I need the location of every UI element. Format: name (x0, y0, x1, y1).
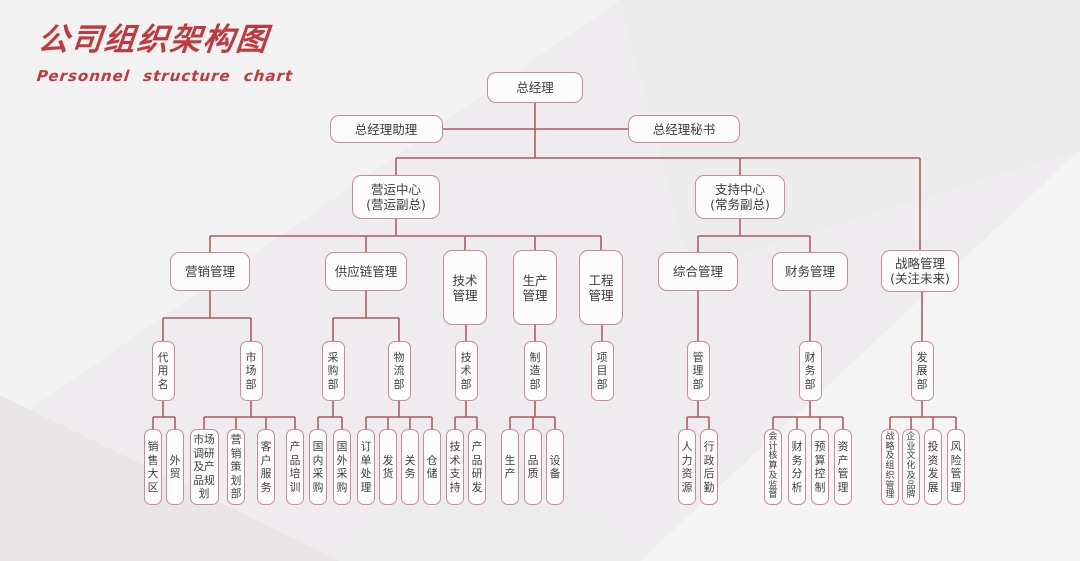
node-corporate-culture-brand: 企 业 文 化 及 品 牌 (902, 429, 920, 505)
node-admin-logistics: 行 政 后 勤 (700, 429, 718, 505)
node-foreign-trade: 外 贸 (166, 429, 184, 505)
node-financial-analysis: 财 务 分 析 (788, 429, 806, 505)
chart-header: 公司组织架构图 Personnel structure chart (36, 14, 295, 85)
node-project-dept: 项 目 部 (590, 341, 614, 401)
page-subtitle: Personnel structure chart (36, 67, 295, 85)
node-general-mgmt: 综合管理 (658, 252, 738, 291)
node-risk-mgmt: 风 险 管 理 (947, 429, 965, 505)
node-strategy-org-mgmt: 战 略 及 组 织 管 理 (881, 429, 899, 505)
node-support-center: 支持中心 (常务副总) (695, 175, 785, 219)
node-order-processing: 订 单 处 理 (357, 429, 375, 505)
node-logistics-dept: 物 流 部 (387, 341, 411, 401)
node-warehousing: 仓 储 (423, 429, 441, 505)
node-investment-development: 投 资 发 展 (924, 429, 942, 505)
node-marketing-planning: 营 销 策 划 部 (227, 429, 245, 505)
node-alias-dept: 代 用 名 (151, 341, 175, 401)
node-development-dept: 发 展 部 (910, 341, 934, 401)
node-shipping: 发 货 (379, 429, 397, 505)
node-budget-control: 预 算 控 制 (811, 429, 829, 505)
node-sales-regions: 销 售 大 区 (144, 429, 162, 505)
node-marketing-mgmt: 营销管理 (170, 252, 250, 291)
node-ops-center: 营运中心 (营运副总) (352, 175, 440, 219)
node-human-resources: 人 力 资 源 (678, 429, 696, 505)
node-quality: 品 质 (524, 429, 542, 505)
node-domestic-purchasing: 国 内 采 购 (309, 429, 327, 505)
node-supply-chain-mgmt: 供应链管理 (325, 252, 407, 291)
node-overseas-purchasing: 国 外 采 购 (333, 429, 351, 505)
node-production-mgmt: 生产 管理 (513, 250, 557, 325)
node-product-rd: 产 品 研 发 (468, 429, 486, 505)
node-purchasing-dept: 采 购 部 (321, 341, 345, 401)
node-customs: 关 务 (401, 429, 419, 505)
node-equipment: 设 备 (546, 429, 564, 505)
node-engineering-mgmt: 工程 管理 (579, 250, 623, 325)
node-asset-mgmt: 资 产 管 理 (834, 429, 852, 505)
node-gm-secretary: 总经理秘书 (628, 115, 740, 143)
page-title: 公司组织架构图 (36, 22, 271, 58)
node-manufacturing-dept: 制 造 部 (523, 341, 547, 401)
node-tech-dept: 技 术 部 (454, 341, 478, 401)
node-gm-assistant: 总经理助理 (329, 115, 443, 143)
node-market-research-product-planning: 市场 调研 及产 品规 划 (189, 429, 219, 505)
node-admin-dept: 管 理 部 (686, 341, 710, 401)
node-strategy-mgmt: 战略管理 (关注未来) (881, 250, 959, 292)
node-finance-dept: 财 务 部 (798, 341, 822, 401)
node-production: 生 产 (501, 429, 519, 505)
node-tech-mgmt: 技术 管理 (443, 250, 487, 325)
node-product-training: 产 品 培 训 (286, 429, 304, 505)
node-tech-support: 技 术 支 持 (446, 429, 464, 505)
node-gm: 总经理 (487, 72, 583, 103)
node-finance-mgmt: 财务管理 (772, 252, 848, 291)
node-market-dept: 市 场 部 (239, 341, 263, 401)
node-accounting-supervision: 会 计 核 算 及 监 督 (764, 429, 782, 505)
node-customer-service: 客 户 服 务 (257, 429, 275, 505)
